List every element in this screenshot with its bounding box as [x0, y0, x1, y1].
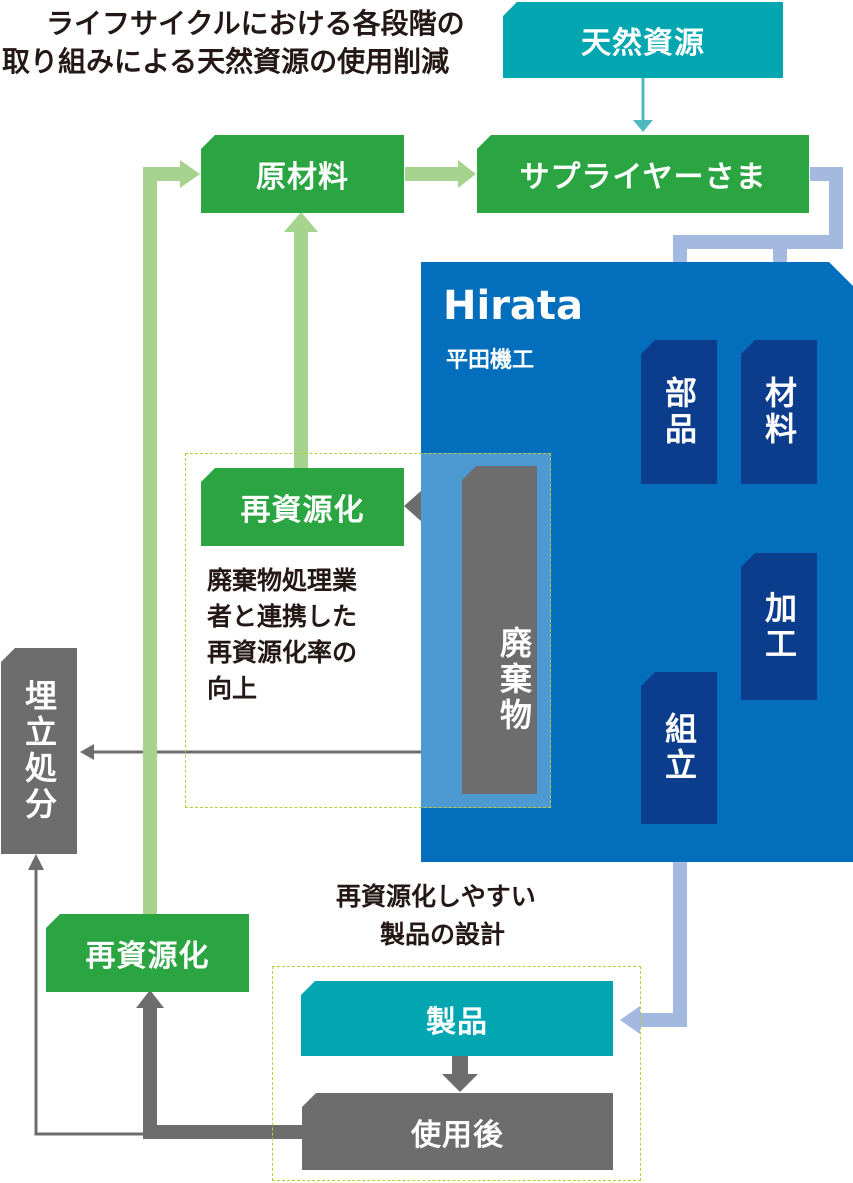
note-waste-partner-line-2: 者と連携した	[207, 602, 358, 631]
node-waste: 廃棄物	[462, 466, 537, 794]
waste-partner-frame	[185, 453, 551, 808]
arrow-assembly-product	[638, 824, 687, 1027]
node-landfill: 埋立処分	[1, 648, 77, 854]
note-design: 再資源化しやすい 製品の設計	[330, 878, 536, 954]
note-waste-partner-line-4: 向上	[207, 674, 258, 703]
arrow-afteruse-recycle	[143, 1006, 302, 1139]
node-raw-materials: 原材料	[201, 135, 404, 213]
arrow-raw-supplier	[405, 167, 460, 181]
note-design-line-1: 再資源化しやすい	[336, 882, 536, 911]
node-supplier: サプライヤーさま	[477, 135, 809, 213]
node-after-use: 使用後	[302, 1093, 613, 1170]
arrow-resources-supplier-head	[633, 120, 653, 132]
company-name: 平田機工	[446, 348, 535, 373]
note-design-line-2: 製品の設計	[380, 920, 506, 949]
node-parts: 部品	[641, 340, 717, 484]
node-assembly: 組立	[641, 672, 717, 824]
node-recycle-lower: 再資源化	[46, 914, 249, 992]
arrow-afteruse-recycle-head	[136, 990, 164, 1008]
node-materials: 材料	[741, 340, 817, 484]
node-processing: 加工	[741, 553, 817, 700]
title-line-2: 取り組みによる天然資源の使用削減	[2, 45, 450, 78]
hirata-logo: Hirata	[443, 283, 584, 329]
arrow-raw-supplier-head	[458, 160, 476, 188]
arrow-recycle-lower-raw	[143, 167, 182, 914]
node-product: 製品	[301, 981, 613, 1056]
arrow-recycle-raw	[294, 228, 308, 470]
arrow-assembly-product-head	[620, 1006, 640, 1034]
arrow-waste-recycle-head	[404, 490, 422, 522]
arrow-recycle-raw-head	[284, 212, 318, 232]
note-waste-partner: 廃棄物処理業 者と連携した 再資源化率の 向上	[207, 563, 357, 707]
node-recycle-upper: 再資源化	[201, 468, 404, 546]
note-waste-partner-line-1: 廃棄物処理業	[207, 566, 358, 595]
arrow-recycle-lower-raw-head	[180, 160, 200, 188]
note-waste-partner-line-3: 再資源化率の	[207, 638, 358, 667]
node-natural-resources: 天然資源	[503, 2, 783, 78]
design-frame	[272, 966, 641, 1181]
arrow-afteruse-landfill-head	[28, 854, 44, 870]
title-line-1: ライフサイクルにおける各段階の	[46, 7, 465, 40]
arrow-afteruse-landfill	[34, 868, 302, 1136]
arrow-product-afteruse-head	[442, 1074, 478, 1092]
arrow-waste-landfill-head	[80, 744, 94, 760]
arrow-product-afteruse	[452, 1056, 468, 1078]
